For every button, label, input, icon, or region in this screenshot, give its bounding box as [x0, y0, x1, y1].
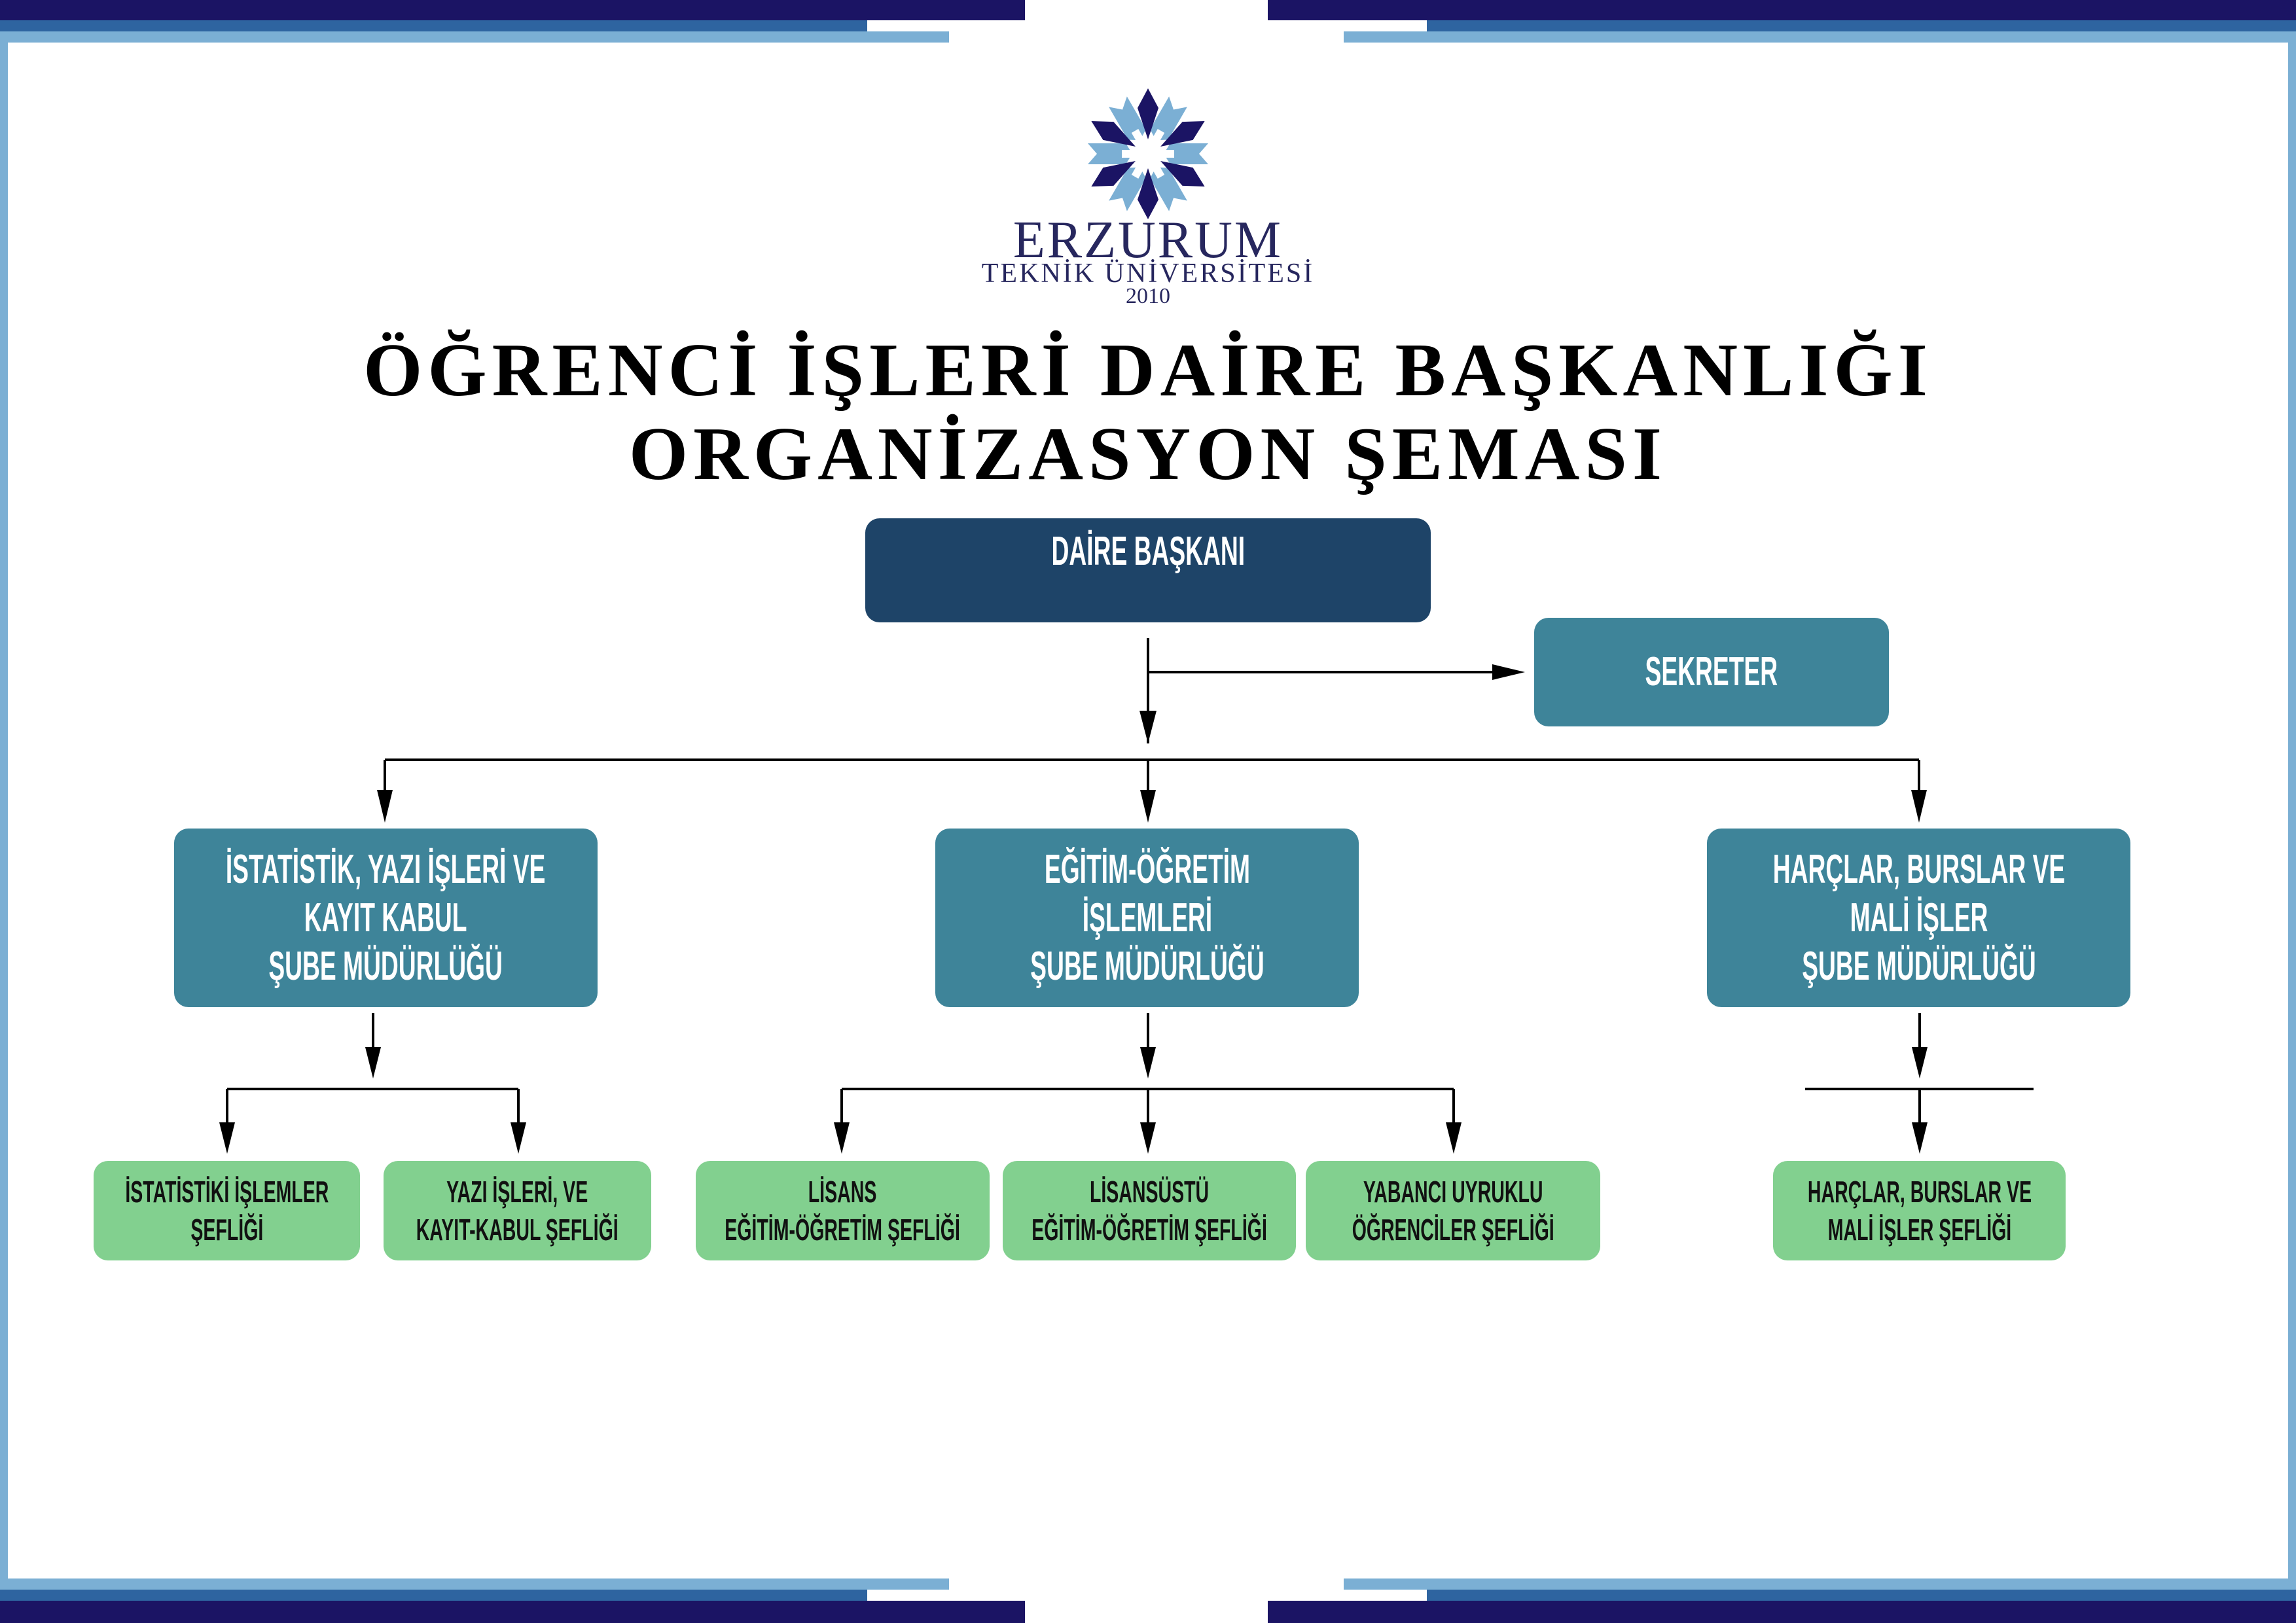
unit-line: EĞİTİM-ÖĞRETİM ŞEFLİĞİ: [725, 1213, 961, 1247]
unit-box-fees-scholarships[interactable]: HARÇLAR, BURSLAR VE MALİ İŞLER ŞEFLİĞİ: [1773, 1161, 2066, 1260]
secretary-label: SEKRETER: [1645, 649, 1778, 694]
top-band-mid-right: [1427, 20, 2296, 31]
logo-subtitle: TEKNİK ÜNİVERSİTESİ: [981, 259, 1315, 289]
unit-line: MALİ İŞLER ŞEFLİĞİ: [1827, 1213, 2011, 1247]
top-band-dark-right: [1268, 0, 2296, 20]
branch-line: ŞUBE MÜDÜRLÜĞÜ: [268, 943, 503, 989]
branch-line: KAYIT KABUL: [304, 895, 467, 940]
unit-line: İSTATİSTİKİ İŞLEMLER: [124, 1175, 329, 1209]
bottom-band-light-left: [0, 1578, 949, 1590]
page-title-line2: ORGANİZASYON ŞEMASI: [628, 412, 1668, 496]
right-border: [2288, 43, 2296, 1580]
bottom-band-mid-left: [0, 1590, 867, 1601]
unit-box-graduate[interactable]: LİSANSÜSTÜ EĞİTİM-ÖĞRETİM ŞEFLİĞİ: [1003, 1161, 1296, 1260]
top-band-light-left: [0, 31, 949, 43]
branch-line: İŞLEMLERİ: [1082, 895, 1212, 940]
top-band-mid-left: [0, 20, 867, 31]
unit-line: YABANCI UYRUKLU: [1363, 1175, 1543, 1209]
unit-box-correspondence-registration[interactable]: YAZI İŞLERİ, VE KAYIT-KABUL ŞEFLİĞİ: [384, 1161, 651, 1260]
unit-line: LİSANSÜSTÜ: [1089, 1175, 1210, 1209]
bottom-band-light-right: [1344, 1578, 2296, 1590]
unit-box-international-students[interactable]: YABANCI UYRUKLU ÖĞRENCİLER ŞEFLİĞİ: [1306, 1161, 1600, 1260]
top-band-dark-left: [0, 0, 1025, 20]
head-box-daire-baskani[interactable]: DAİRE BAŞKANI: [865, 518, 1431, 622]
unit-line: LİSANS: [808, 1175, 877, 1209]
bottom-band-mid-right: [1427, 1590, 2296, 1601]
branch-line: İSTATİSTİK, YAZI İŞLERİ VE: [226, 846, 546, 892]
top-band-light-right: [1344, 31, 2296, 43]
snowflake-logo-icon: [1088, 88, 1208, 219]
unit-line: HARÇLAR, BURSLAR VE: [1807, 1175, 2032, 1209]
bottom-band-dark-right: [1268, 1601, 2296, 1623]
unit-box-statistical-operations[interactable]: İSTATİSTİKİ İŞLEMLER ŞEFLİĞİ: [94, 1161, 360, 1260]
branch-line: ŞUBE MÜDÜRLÜĞÜ: [1801, 943, 2036, 989]
branch-line: HARÇLAR, BURSLAR VE: [1772, 846, 2065, 892]
left-border: [0, 43, 8, 1580]
branch-line: MALİ İŞLER: [1850, 895, 1988, 940]
unit-line: YAZI İŞLERİ, VE: [446, 1175, 588, 1209]
unit-line: EĞİTİM-ÖĞRETİM ŞEFLİĞİ: [1031, 1213, 1267, 1247]
page-title-line1: ÖĞRENCİ İŞLERİ DAİRE BAŞKANLIĞI: [363, 329, 1933, 412]
unit-line: KAYIT-KABUL ŞEFLİĞİ: [416, 1213, 619, 1247]
bottom-band-dark-left: [0, 1601, 1025, 1623]
branch-line: EĞİTİM-ÖĞRETİM: [1044, 846, 1250, 892]
logo-year: 2010: [1126, 284, 1170, 308]
head-label: DAİRE BAŞKANI: [1051, 529, 1245, 574]
unit-line: ÖĞRENCİLER ŞEFLİĞİ: [1352, 1213, 1554, 1247]
logo-university-name: ERZURUM: [1013, 211, 1283, 269]
unit-box-undergraduate[interactable]: LİSANS EĞİTİM-ÖĞRETİM ŞEFLİĞİ: [696, 1161, 990, 1260]
secretary-box[interactable]: SEKRETER: [1534, 618, 1889, 726]
unit-line: ŞEFLİĞİ: [190, 1213, 263, 1247]
branch-line: ŞUBE MÜDÜRLÜĞÜ: [1030, 943, 1265, 989]
